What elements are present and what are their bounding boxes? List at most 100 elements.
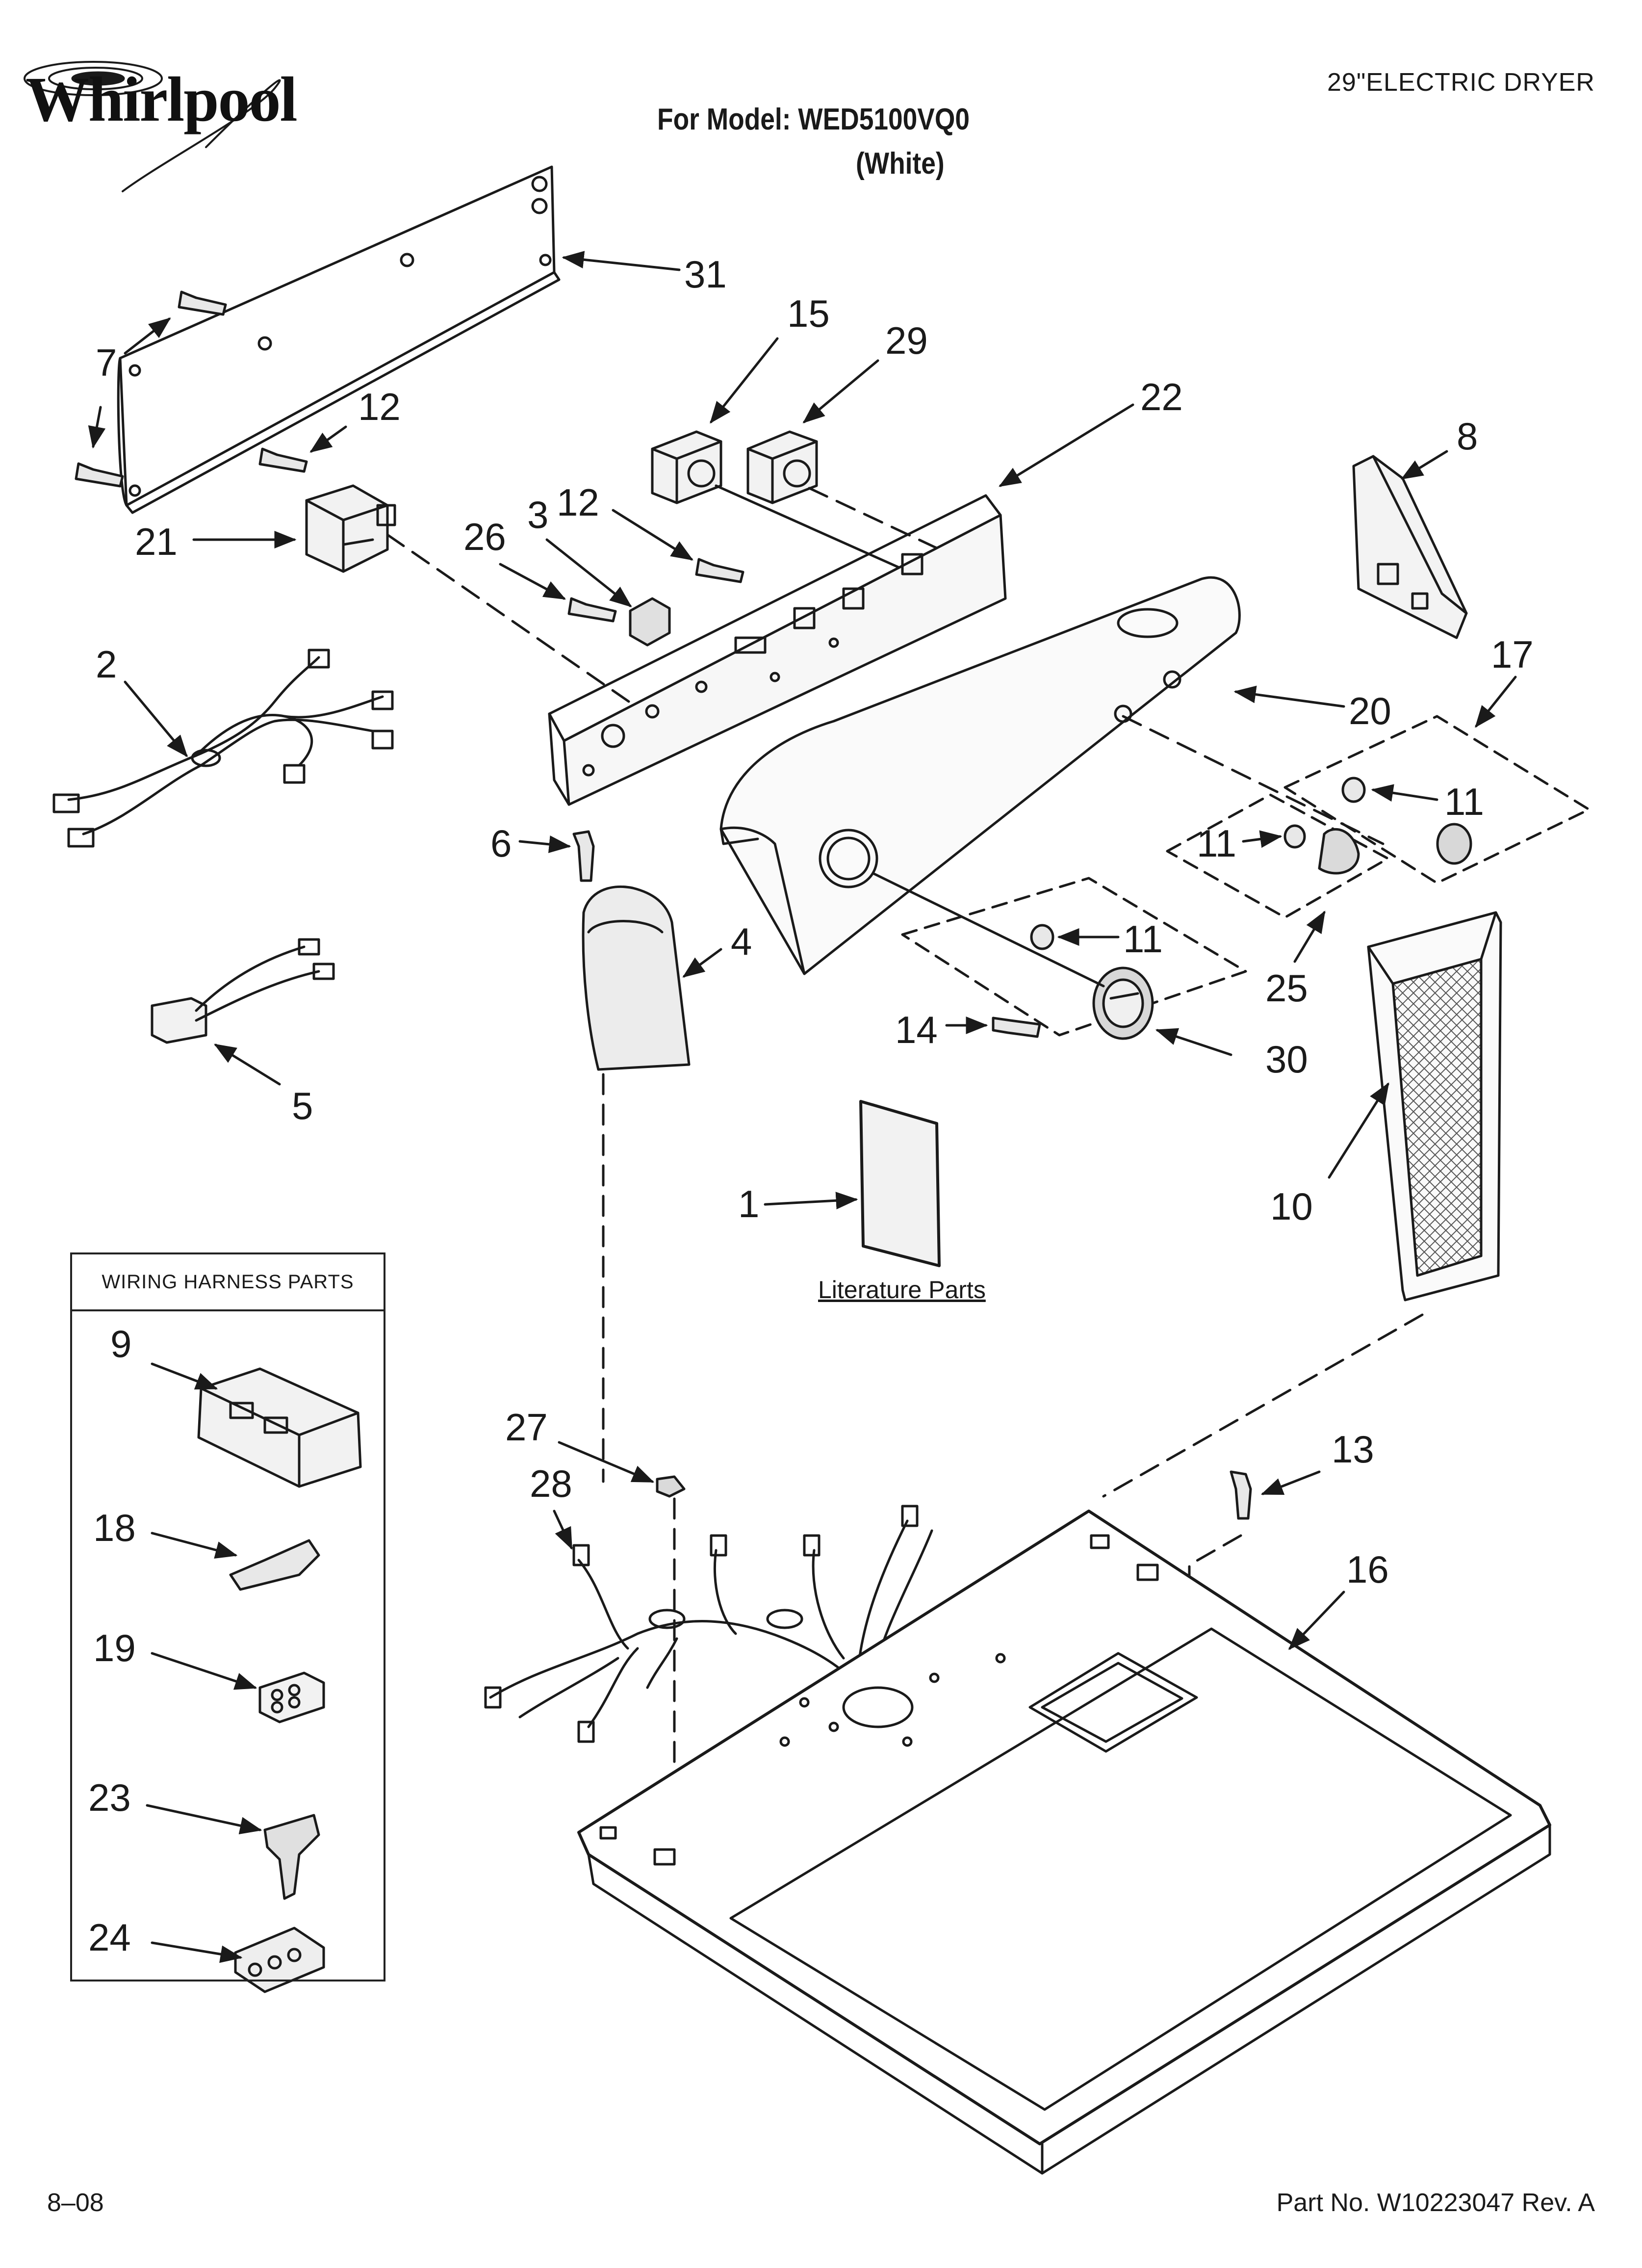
group-17-outline [1283, 715, 1591, 885]
callout-12-a: 12 [358, 385, 401, 428]
callout-14: 14 [895, 1008, 938, 1051]
arrow-18 [151, 1532, 238, 1559]
callout-24: 24 [88, 1916, 131, 1959]
part-27-clip [656, 1475, 686, 1498]
dash-29 [808, 487, 973, 566]
callout-11-c: 11 [1123, 917, 1163, 961]
callout-2: 2 [96, 643, 117, 686]
whirlpool-swirl-logo [24, 61, 281, 192]
arrow-22 [999, 403, 1134, 487]
wiring-harness-parts-box: WIRING HARNESS PARTS [70, 1252, 385, 1981]
part-7-screws [75, 290, 227, 488]
callout-21: 21 [135, 520, 178, 563]
part-9-terminal-block [197, 1367, 362, 1488]
part-4-end-cap [582, 885, 691, 1071]
part-31-console-bracket [117, 165, 561, 514]
arrow-8 [1401, 450, 1448, 480]
part-12-screw-b [695, 558, 744, 583]
callout-31: 31 [684, 253, 727, 296]
part-13-screw [1230, 1470, 1252, 1520]
part-20-console [719, 576, 1241, 975]
callout-5: 5 [292, 1084, 313, 1127]
callout-12-b: 12 [557, 481, 599, 524]
callout-13: 13 [1332, 1428, 1374, 1471]
part-22-mount-panel [548, 494, 1007, 806]
part-3-clip [629, 597, 671, 647]
wiring-harness-title: WIRING HARNESS PARTS [72, 1254, 384, 1311]
arrow-26 [499, 563, 566, 600]
part-21-timer [305, 484, 396, 573]
arrow-3 [545, 538, 632, 607]
group-30-outline [901, 877, 1247, 1037]
brand-logo-text: Whirlpool [26, 64, 298, 135]
arrow-15 [710, 337, 779, 424]
callout-3: 3 [527, 493, 549, 536]
arrow-1 [764, 1192, 858, 1210]
arrow-4 [682, 948, 722, 978]
arrow-19 [151, 1652, 257, 1690]
part-29-switch [746, 430, 818, 504]
callout-8: 8 [1457, 415, 1478, 458]
callout-1: 1 [738, 1182, 760, 1225]
callout-20: 20 [1349, 689, 1391, 732]
callout-28: 28 [530, 1462, 572, 1505]
arrow-6 [518, 835, 571, 853]
callout-16: 16 [1346, 1548, 1389, 1591]
arrow-5 [214, 1043, 281, 1086]
line-30 [872, 872, 1105, 988]
part-1-literature [859, 1100, 941, 1267]
arrow-13 [1260, 1470, 1321, 1495]
callout-19: 19 [93, 1626, 136, 1669]
callout-22: 22 [1140, 375, 1183, 418]
callout-23: 23 [88, 1776, 131, 1819]
callout-29: 29 [885, 319, 928, 362]
part-25-knob [1318, 828, 1360, 875]
part-10-lint-screen [1367, 911, 1502, 1302]
callout-4: 4 [731, 920, 752, 963]
arrow-11b [1242, 830, 1283, 848]
arrow-27 [558, 1441, 655, 1483]
callout-9: 9 [110, 1322, 132, 1365]
part-11-bushing-c [1030, 924, 1054, 950]
callout-18: 18 [93, 1506, 136, 1549]
callout-30: 30 [1265, 1038, 1308, 1081]
part-8-bracket [1352, 455, 1468, 639]
arrow-28 [553, 1510, 573, 1550]
part-6-screw [572, 830, 595, 882]
dash-20-17 [1122, 715, 1385, 845]
arrow-2 [124, 680, 188, 757]
part-17-knob [1436, 823, 1472, 865]
callout-26: 26 [463, 515, 506, 558]
part-11-bushing-a [1341, 777, 1366, 803]
group-25-outline [1166, 793, 1389, 919]
arrow-10 [1328, 1082, 1389, 1179]
arrow-7b [88, 406, 106, 449]
part-30-knob [1092, 966, 1154, 1040]
part-26-screw [567, 597, 617, 623]
part-11-bushing-b [1283, 824, 1306, 849]
part-18-terminal [229, 1539, 320, 1591]
part-14-screw [992, 1017, 1041, 1038]
arrow-12b [612, 509, 693, 561]
arrow-7a [124, 317, 171, 355]
part-15-switch [651, 430, 722, 504]
callout-7: 7 [96, 341, 117, 384]
arrow-17 [1475, 676, 1517, 728]
arrow-20 [1233, 685, 1345, 708]
part-24-connector [234, 1927, 325, 1993]
arrow-11a [1371, 784, 1438, 802]
callout-11-a: 11 [1444, 780, 1484, 823]
callout-6: 6 [490, 822, 512, 865]
arrow-24 [151, 1941, 243, 1963]
part-number: Part No. W10223047 Rev. A [1276, 2189, 1595, 2217]
model-number: For Model: WED5100VQ0 [657, 103, 970, 136]
arrow-30 [1155, 1028, 1232, 1056]
part-23-clip [263, 1814, 320, 1900]
arrow-31 [562, 251, 681, 271]
literature-parts-label: Literature Parts [818, 1276, 986, 1303]
part-5-connector [151, 938, 335, 1044]
arrow-29 [802, 359, 879, 423]
arrow-9 [151, 1362, 218, 1390]
part-12-screw-a [258, 447, 308, 473]
